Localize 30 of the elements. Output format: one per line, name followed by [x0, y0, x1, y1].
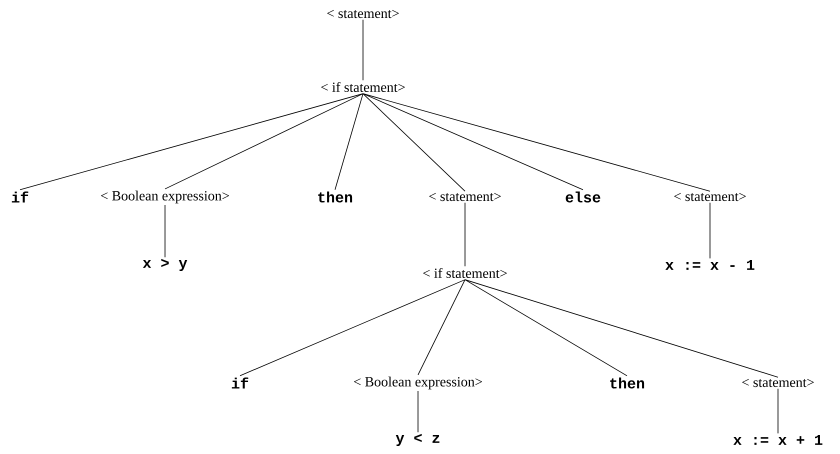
- nonterminal-label: < statement>: [429, 192, 501, 202]
- nonterminal-label: < statement>: [674, 192, 746, 202]
- tree-branch: [464, 279, 778, 378]
- terminal-label: x := x - 1: [665, 260, 754, 270]
- terminal-label: if: [232, 377, 248, 389]
- nonterminal-label: < Boolean expression>: [101, 190, 229, 204]
- nonterminal-label: < statement>: [742, 378, 814, 388]
- nonterminal-label: < if statement>: [423, 268, 507, 278]
- tree-branch: [418, 279, 466, 376]
- tree-branch: [164, 204, 166, 258]
- tree-branch: [362, 93, 466, 192]
- tree-branch: [240, 279, 466, 376]
- terminal-label: then: [610, 377, 644, 388]
- tree-branch: [334, 93, 364, 190]
- tree-branch: [362, 93, 710, 192]
- nonterminal-label: < Boolean expression>: [354, 376, 482, 390]
- terminal-label: if: [12, 191, 28, 203]
- tree-branch: [164, 93, 364, 190]
- terminal-label: then: [318, 191, 352, 202]
- tree-branch: [464, 279, 628, 376]
- tree-branch: [464, 202, 466, 267]
- tree-branch: [362, 93, 584, 190]
- terminal-label: x > y: [142, 258, 188, 272]
- terminal-label: y < z: [396, 434, 440, 446]
- tree-branch: [362, 19, 364, 81]
- terminal-label: else: [566, 191, 600, 202]
- nonterminal-label: < if statement>: [321, 82, 405, 92]
- tree-branch: [20, 93, 364, 190]
- nonterminal-label: < statement>: [327, 10, 399, 18]
- terminal-label: x := x + 1: [733, 435, 822, 445]
